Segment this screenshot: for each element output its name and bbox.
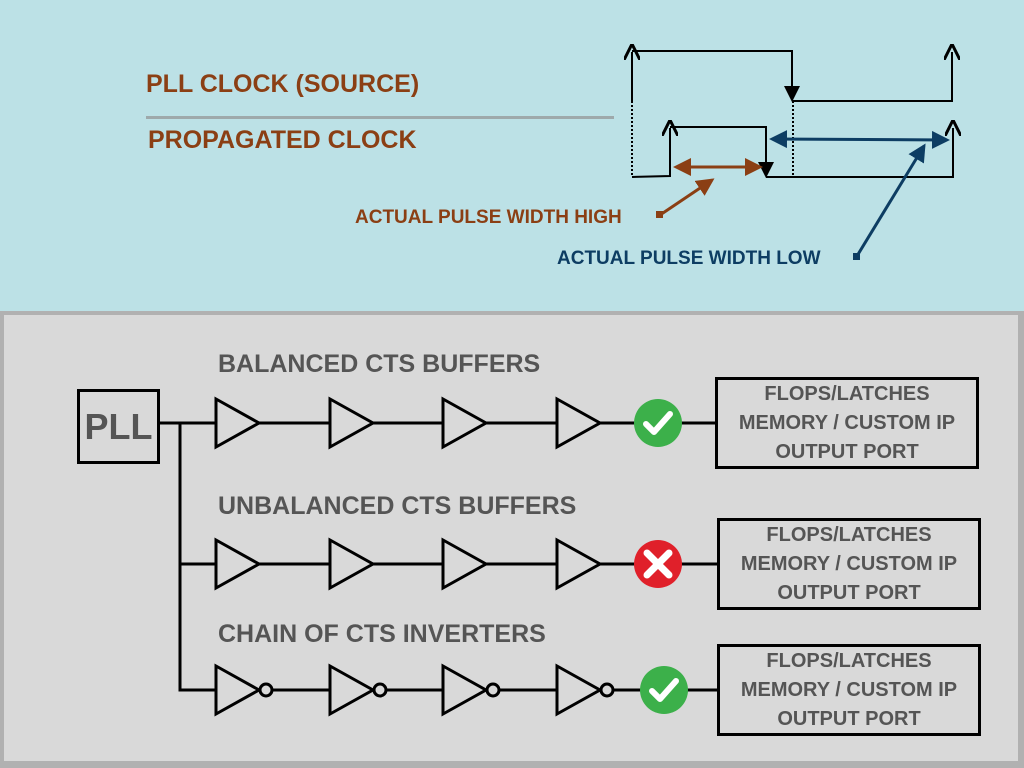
source-clock-label: PLL CLOCK (SOURCE)	[146, 70, 420, 98]
buffer-cell	[441, 537, 490, 591]
pulse-low-arrow	[769, 130, 950, 149]
sink-block: FLOPS/LATCHES MEMORY / CUSTOM IP OUTPUT …	[717, 644, 981, 736]
pulse-high-pointer	[659, 178, 715, 217]
row-title-unbalanced: UNBALANCED CTS BUFFERS	[218, 492, 577, 520]
inverter-cell	[441, 663, 490, 717]
sink-line: MEMORY / CUSTOM IP	[740, 678, 958, 701]
pulse-width-high-label: ACTUAL PULSE WIDTH HIGH	[355, 207, 622, 228]
sink-line: OUTPUT PORT	[777, 707, 921, 730]
propagated-clock-label: PROPAGATED CLOCK	[148, 126, 417, 154]
sink-line: FLOPS/LATCHES	[764, 382, 930, 405]
check-mark	[649, 678, 679, 702]
sink-block: FLOPS/LATCHES MEMORY / CUSTOM IP OUTPUT …	[717, 518, 981, 610]
sink-block: FLOPS/LATCHES MEMORY / CUSTOM IP OUTPUT …	[715, 377, 979, 469]
sink-line: FLOPS/LATCHES	[766, 523, 932, 546]
buffer-cell	[214, 396, 263, 450]
inverter-bubble	[258, 682, 274, 698]
sink-line: OUTPUT PORT	[775, 440, 919, 463]
inverter-bubble	[372, 682, 388, 698]
buffer-cell	[555, 537, 604, 591]
inverter-bubble	[485, 682, 501, 698]
buffer-cell	[328, 396, 377, 450]
pointer-anchor	[656, 211, 663, 218]
cross-mark	[643, 549, 673, 579]
pll-block: PLL	[77, 389, 160, 464]
label-divider	[146, 116, 614, 119]
pointer-anchor	[853, 253, 860, 260]
clock-waveform	[0, 0, 1024, 260]
sink-line: MEMORY / CUSTOM IP	[738, 411, 956, 434]
buffer-cell	[441, 396, 490, 450]
sink-line: FLOPS/LATCHES	[766, 649, 932, 672]
buffer-cell	[214, 537, 263, 591]
sink-line: MEMORY / CUSTOM IP	[740, 552, 958, 575]
pulse-low-pointer	[855, 143, 926, 257]
buffer-cell	[328, 537, 377, 591]
check-mark	[643, 411, 673, 435]
inverter-cell	[328, 663, 377, 717]
buffer-cell	[555, 396, 604, 450]
row-title-inverters: CHAIN OF CTS INVERTERS	[218, 620, 546, 648]
inverter-cell	[214, 663, 263, 717]
propagated-clock-wave	[631, 127, 953, 178]
inverter-cell	[555, 663, 604, 717]
pulse-width-low-label: ACTUAL PULSE WIDTH LOW	[557, 248, 821, 269]
row-title-balanced: BALANCED CTS BUFFERS	[218, 350, 541, 378]
inverter-bubble	[599, 682, 615, 698]
source-clock-wave	[632, 51, 952, 102]
sink-line: OUTPUT PORT	[777, 581, 921, 604]
